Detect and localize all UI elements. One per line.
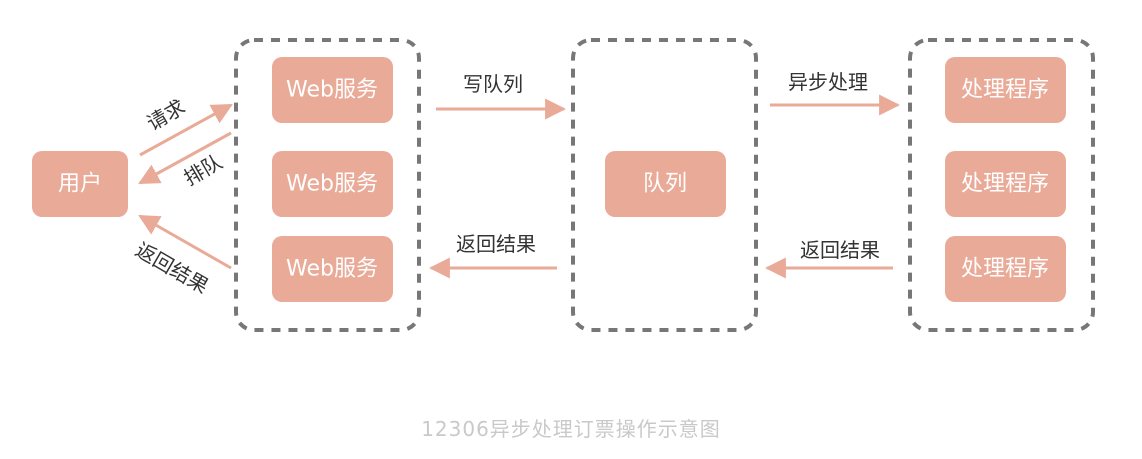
- processors-group: [908, 38, 1095, 332]
- processor-label: 处理程序: [961, 257, 1049, 282]
- queue-group: [571, 38, 758, 332]
- user-label: 用户: [58, 172, 102, 197]
- queue-node: 队列: [605, 151, 726, 217]
- processor-label: 处理程序: [961, 78, 1049, 103]
- web-service-label: Web服务: [286, 257, 378, 282]
- processor-node: 处理程序: [945, 151, 1066, 217]
- processor-label: 处理程序: [961, 172, 1049, 197]
- return-to-queue-label: 返回结果: [800, 238, 880, 262]
- return-to-user-arrow: [138, 214, 232, 270]
- diagram-caption: 12306异步处理订票操作示意图: [421, 417, 721, 441]
- web-services-group: [234, 38, 421, 332]
- write-queue-label: 写队列: [463, 72, 523, 96]
- return-to-user-label: 返回结果: [131, 238, 212, 299]
- web-service-label: Web服务: [286, 78, 378, 103]
- return-to-web-label: 返回结果: [456, 232, 536, 256]
- queue-up-arrow: [138, 131, 232, 185]
- processor-node: 处理程序: [945, 236, 1066, 302]
- web-service-label: Web服务: [286, 172, 378, 197]
- request-label: 请求: [143, 95, 190, 136]
- web-service-node: Web服务: [272, 151, 393, 217]
- user-node: 用户: [32, 151, 128, 217]
- request-arrow: [139, 103, 233, 157]
- processor-node: 处理程序: [945, 57, 1066, 123]
- web-service-node: Web服务: [272, 236, 393, 302]
- queue-label: 队列: [643, 172, 687, 197]
- web-service-node: Web服务: [272, 57, 393, 123]
- async-process-label: 异步处理: [788, 70, 868, 94]
